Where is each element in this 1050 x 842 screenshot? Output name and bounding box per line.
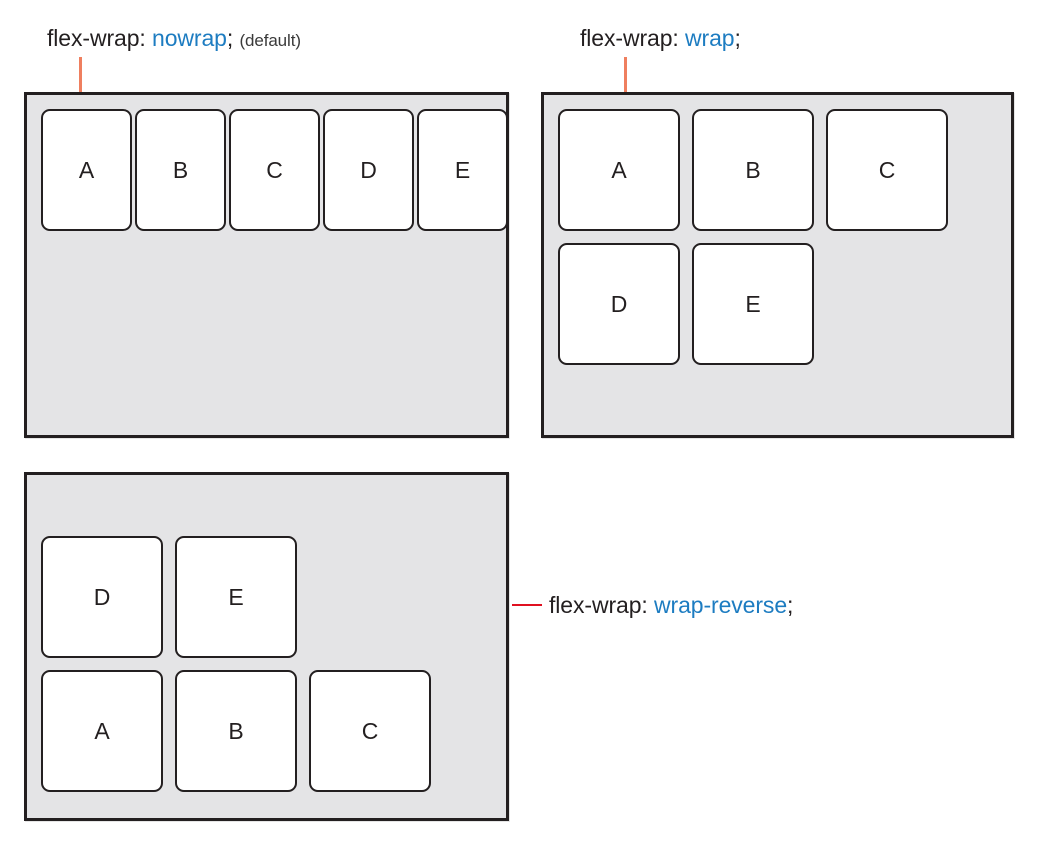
flex-item: B: [175, 670, 297, 792]
label-flex-wrap-wrap: flex-wrap: wrap;: [580, 25, 741, 52]
flex-container-wrap: A B C D E: [541, 92, 1014, 438]
leader-line-wrap-reverse: [512, 604, 542, 606]
flex-item: A: [41, 670, 163, 792]
property-value-nowrap: nowrap: [152, 25, 227, 51]
property-name-nowrap: flex-wrap:: [47, 25, 146, 51]
flex-item: E: [417, 109, 508, 231]
flex-item: A: [41, 109, 132, 231]
flex-item: B: [135, 109, 226, 231]
flex-container-wrap-reverse: A B C D E: [24, 472, 509, 821]
flex-item: E: [175, 536, 297, 658]
flex-item: D: [41, 536, 163, 658]
flex-item: C: [229, 109, 320, 231]
default-note: (default): [239, 31, 301, 50]
property-name-wrap: flex-wrap:: [580, 25, 679, 51]
flex-container-nowrap: A B C D E: [24, 92, 509, 438]
property-value-wrap-reverse: wrap-reverse: [654, 592, 788, 618]
semicolon-nowrap: ;: [226, 25, 234, 51]
label-flex-wrap-nowrap: flex-wrap: nowrap; (default): [47, 25, 301, 52]
flex-item: C: [309, 670, 431, 792]
semicolon-wrap-reverse: ;: [787, 592, 794, 618]
property-value-wrap: wrap: [685, 25, 735, 51]
flex-item: A: [558, 109, 680, 231]
leader-line-wrap: [624, 57, 627, 93]
semicolon-wrap: ;: [734, 25, 741, 51]
flex-item: D: [323, 109, 414, 231]
label-flex-wrap-wrap-reverse: flex-wrap: wrap-reverse;: [549, 592, 793, 619]
flex-item: B: [692, 109, 814, 231]
property-name-wrap-reverse: flex-wrap:: [549, 592, 648, 618]
flex-item: D: [558, 243, 680, 365]
flex-item: C: [826, 109, 948, 231]
leader-line-nowrap: [79, 57, 82, 93]
flex-item: E: [692, 243, 814, 365]
